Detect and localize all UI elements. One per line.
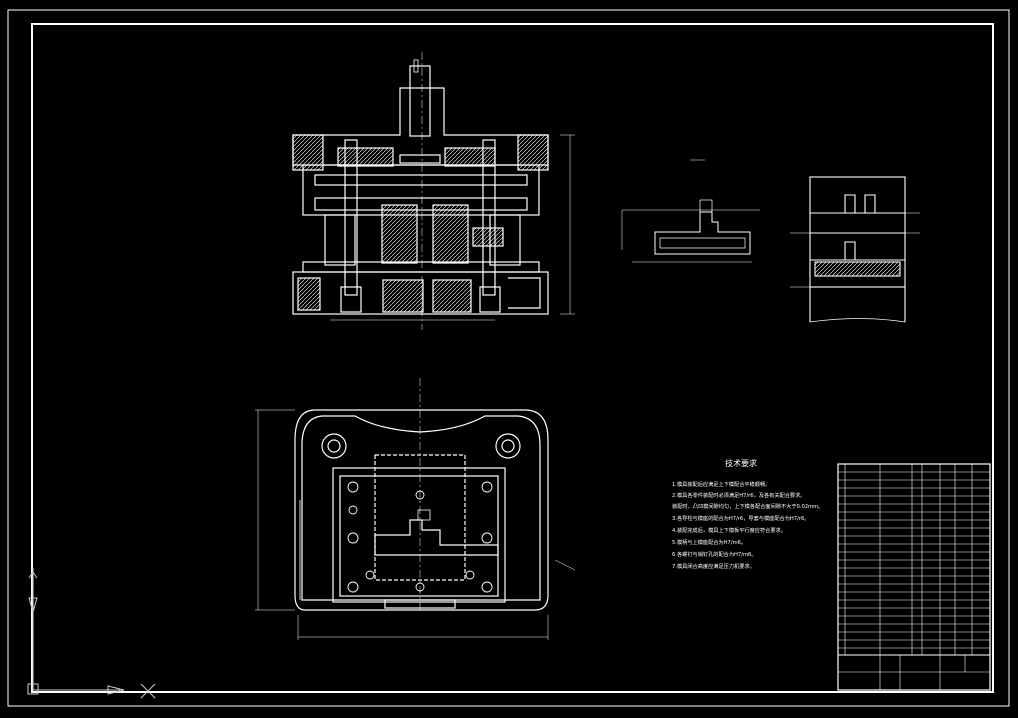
- strip-layout-view: [790, 176, 920, 323]
- requirement-3: 3.各导柱与模座的配合为H7/r6，导套与模座配合为H7/r6。: [672, 514, 809, 522]
- requirements-heading: 技术要求: [725, 458, 757, 468]
- requirement-7: 7.模具闭合高度应满足压力机要求。: [672, 562, 755, 570]
- parts-list-table: [837, 463, 991, 691]
- requirement-6: 6.各螺钉与销钉孔的配合为H7/m6。: [672, 550, 757, 558]
- requirement-2-cont: 装配时，凸凹模间隙均匀，上下模各配合面间隙不大于0.02mm。: [672, 502, 823, 510]
- requirement-4: 4.装配完成后，模具上下模板平行度应符合要求。: [672, 526, 786, 534]
- ucs-icon: [27, 568, 125, 695]
- technical-requirements: 技术要求 1.模具装配后应满足上下模配合平稳顺畅。 2.模具各零件装配时必须满足…: [672, 458, 823, 570]
- part-drawing: [621, 159, 760, 263]
- requirement-1: 1.模具装配后应满足上下模配合平稳顺畅。: [672, 480, 770, 488]
- requirement-2: 2.模具各零件装配时必须满足H7/r6，及各有关配合要求。: [672, 491, 805, 499]
- requirement-5: 5.模柄与上模座配合为H7/m6。: [672, 538, 746, 546]
- sheet-border: [7, 9, 1010, 707]
- crosshair-icon: [140, 683, 156, 699]
- mold-plan-view: [255, 378, 576, 640]
- mold-section-view: [292, 52, 575, 330]
